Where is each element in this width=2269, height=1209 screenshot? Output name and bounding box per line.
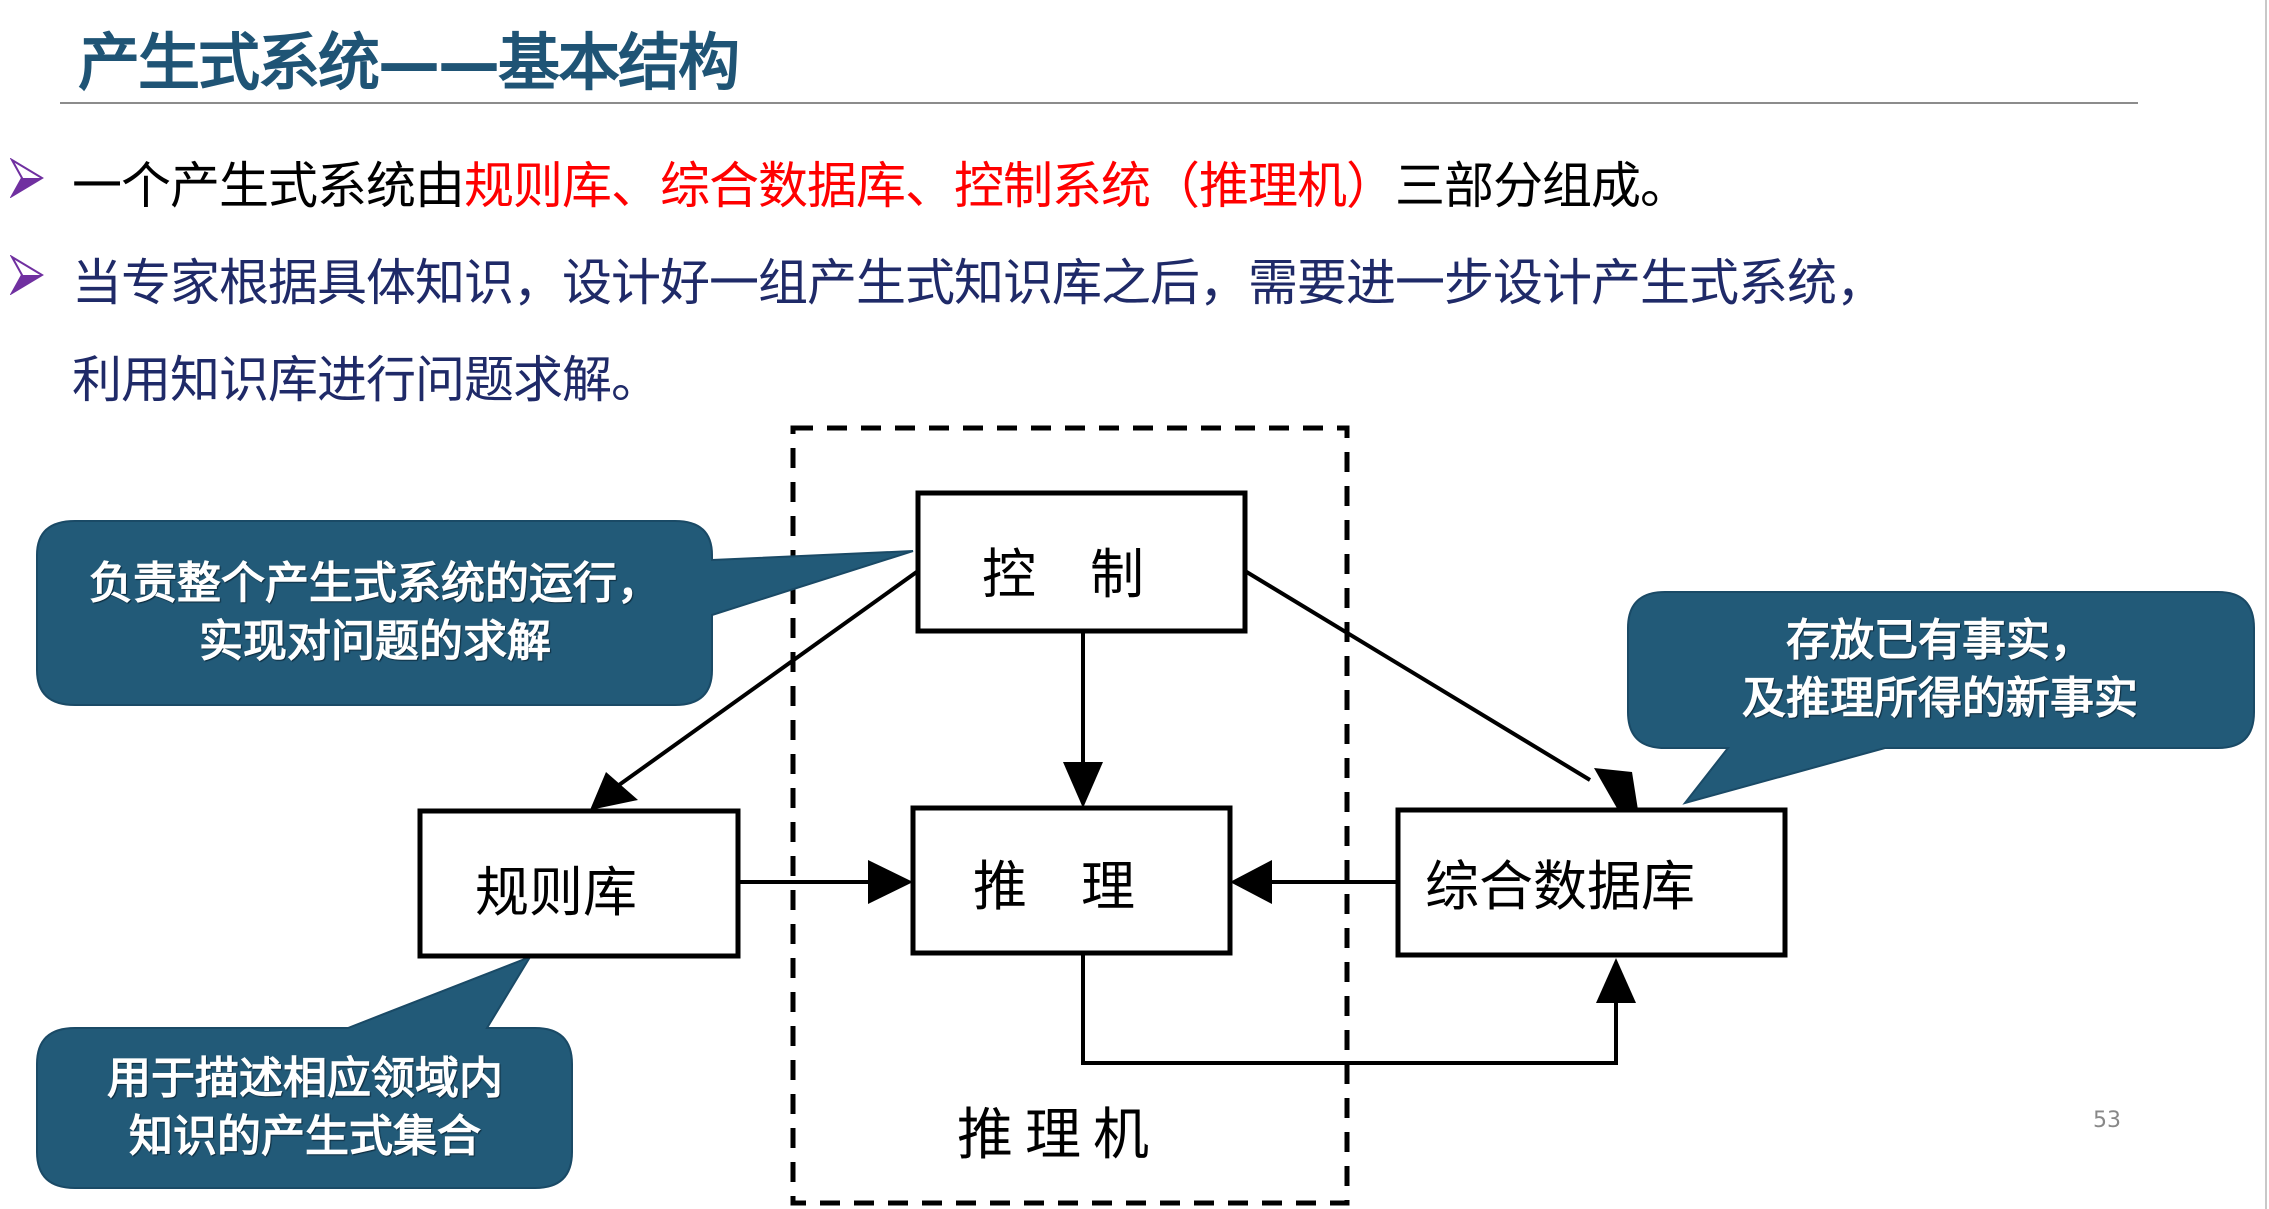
arrowhead-inference-left (868, 860, 913, 904)
bullet-1-seg-3: 三部分组成。 (1395, 157, 1690, 215)
box-rule-base-label: 规则库 (475, 861, 637, 924)
arrowhead-database-bottom (1596, 958, 1636, 1003)
box-database (1395, 807, 1788, 958)
arrowhead-inference-top (1063, 762, 1103, 808)
page-number: 53 (2093, 1108, 2121, 1133)
title-divider (60, 102, 2138, 104)
box-inference-label: 推 理 (973, 855, 1135, 918)
inference-engine-boundary (790, 425, 1350, 1206)
arrowhead-rule-base (590, 772, 638, 810)
slide-edge (2265, 0, 2267, 1209)
edge-control-to-rule-base (610, 569, 920, 792)
bullet-1-highlight: 规则库、综合数据库、控制系统（推理机） (464, 157, 1396, 215)
triangle-arrow-bullet-icon (10, 158, 44, 198)
callout-database-line-1: 存放已有事实， (1786, 615, 2094, 666)
box-rule-base (417, 808, 741, 959)
edge-control-to-database (1243, 569, 1592, 782)
arrowhead-inference-right (1230, 860, 1272, 904)
edge-inference-to-database (1081, 953, 1618, 1065)
callout-rule-base-line-2: 知识的产生式集合 (129, 1111, 481, 1162)
callout-database-text: 存放已有事实， 及推理所得的新事实 (1640, 612, 2240, 728)
callout-rule-base (36, 954, 573, 1189)
bullet-2-line-1: 当专家根据具体知识，设计好一组产生式知识库之后，需要进一步设计产生式系统， (72, 254, 1886, 312)
callout-database (1627, 591, 2255, 805)
callout-control-line-2: 实现对问题的求解 (199, 616, 551, 667)
bullet-1-seg-1: 一个产生式系统由 (72, 157, 465, 215)
callout-database-line-2: 及推理所得的新事实 (1742, 673, 2138, 724)
bullet-2-line-2: 利用知识库进行问题求解。 (72, 351, 661, 409)
box-control (915, 490, 1248, 634)
callout-control-text: 负责整个产生式系统的运行， 实现对问题的求解 (50, 555, 700, 671)
callout-control (36, 520, 914, 706)
triangle-arrow-bullet-icon (10, 255, 44, 295)
callout-control-line-1: 负责整个产生式系统的运行， (89, 558, 661, 609)
box-database-label: 综合数据库 (1425, 855, 1695, 918)
callout-rule-base-line-1: 用于描述相应领域内 (107, 1053, 503, 1104)
bullet-1-text: 一个产生式系统由规则库、综合数据库、控制系统（推理机）三部分组成。 (72, 146, 1690, 218)
box-control-label: 控 制 (982, 543, 1144, 606)
inference-engine-label: 推理机 (957, 1103, 1161, 1168)
box-inference (910, 805, 1233, 956)
callout-rule-base-text: 用于描述相应领域内 知识的产生式集合 (50, 1050, 560, 1166)
arrowhead-database-top (1594, 768, 1638, 810)
slide-title: 产生式系统——基本结构 (78, 26, 740, 99)
